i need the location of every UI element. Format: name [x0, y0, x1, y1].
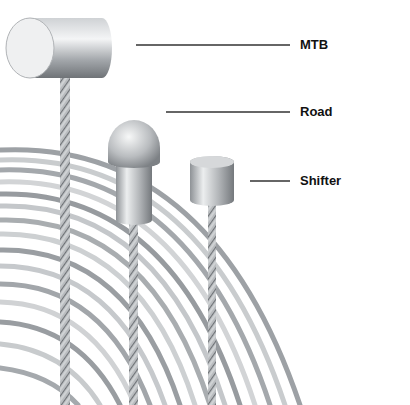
shifter-head	[190, 156, 234, 206]
road-cable	[129, 222, 138, 405]
mtb-head	[6, 18, 112, 78]
part-label: MTB	[300, 37, 328, 53]
leader-line	[250, 180, 290, 182]
leader-line	[166, 111, 290, 113]
mtb-cable	[60, 74, 70, 405]
part-label: Road	[300, 104, 333, 120]
road-head	[108, 120, 160, 225]
leader-line	[136, 44, 290, 46]
part-label: Shifter	[300, 173, 341, 189]
shifter-cable	[208, 202, 216, 405]
cable-coil	[0, 150, 300, 405]
